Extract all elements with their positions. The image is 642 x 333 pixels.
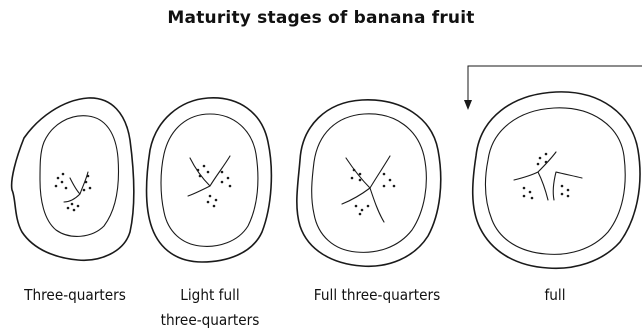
pulp-outline — [40, 116, 118, 237]
seed-core — [342, 156, 395, 222]
peel-outline — [473, 92, 640, 268]
peel-outline — [147, 98, 272, 262]
pulp-outline — [161, 114, 258, 246]
pointer-arrow — [464, 66, 642, 110]
seed-core — [188, 156, 231, 207]
seed-core — [55, 172, 92, 211]
stage-label-full-three-quarters: Full three-quarters — [293, 283, 460, 308]
stage-label-light-full-three-quarters: Light full three-quarters — [140, 283, 281, 333]
cross-section-three-quarters — [12, 98, 134, 260]
pulp-outline — [485, 108, 625, 255]
stage-label-three-quarters: Three-quarters — [9, 283, 141, 308]
seed-core — [514, 152, 582, 200]
cross-section-full — [473, 92, 640, 268]
peel-outline — [297, 100, 441, 266]
cross-section-light-full-three-quarters — [147, 98, 272, 262]
pulp-outline — [312, 114, 427, 253]
stage-label-full: full — [515, 283, 594, 308]
cross-section-full-three-quarters — [297, 100, 441, 266]
